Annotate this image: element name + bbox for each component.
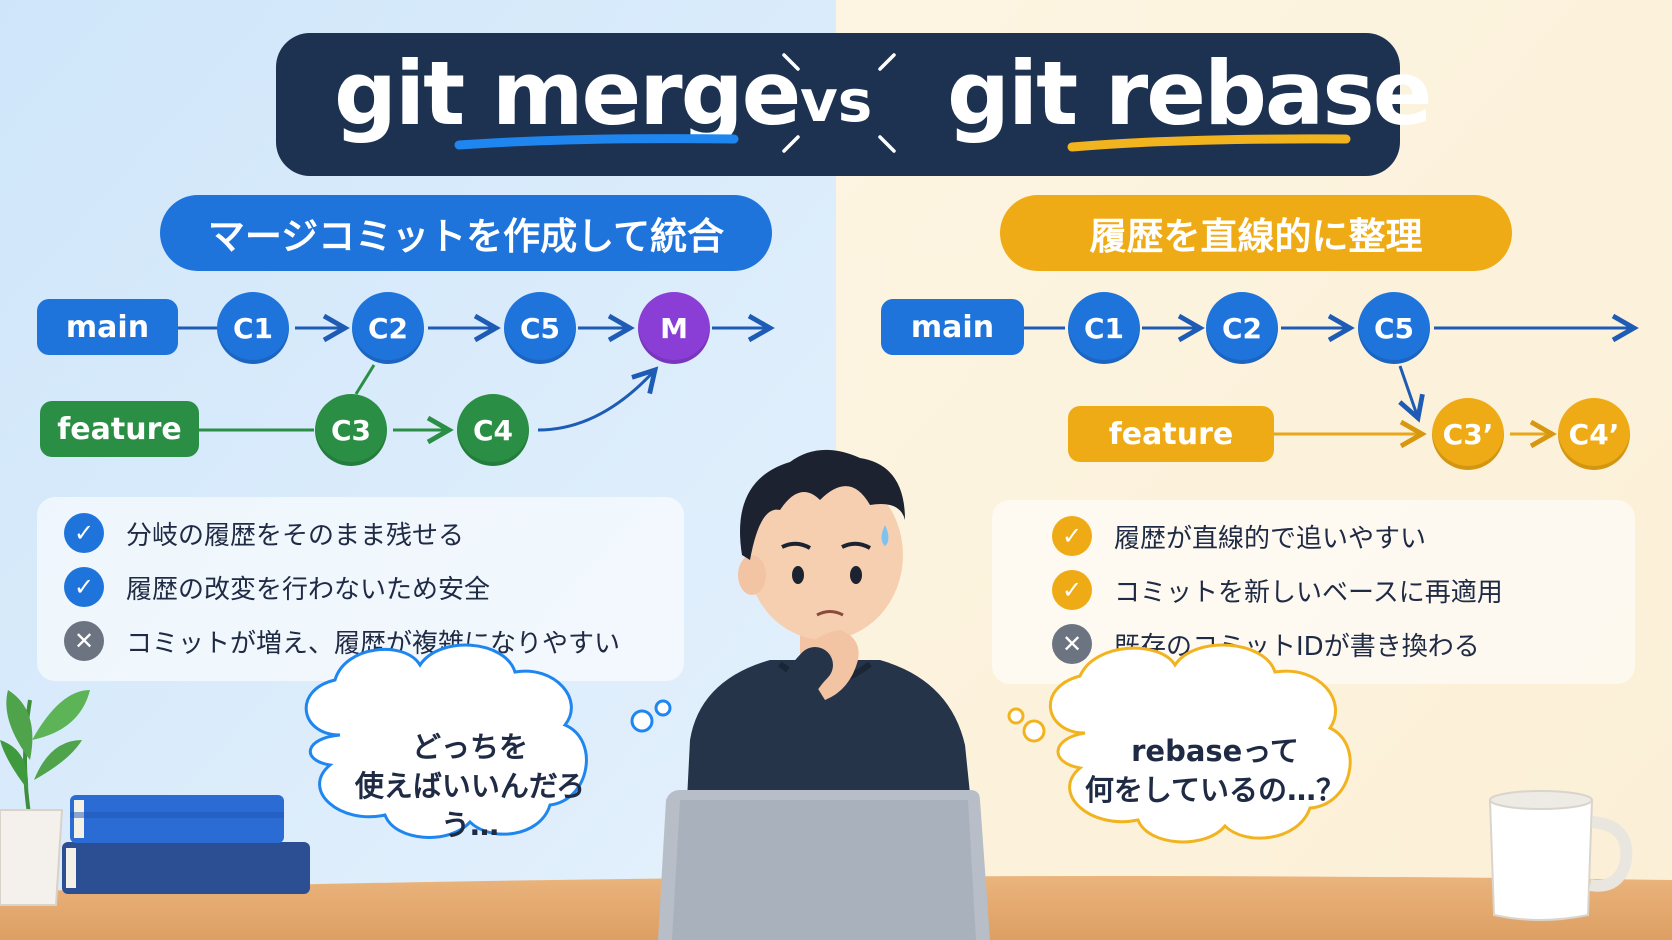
thought-line: 使えばいいんだろう…	[354, 769, 586, 843]
merge-commit-node: C5	[504, 292, 576, 364]
rebased-commit-node: C4’	[1558, 398, 1630, 470]
thought-line: 何をしているの…？	[1084, 773, 1346, 808]
rebase-commit-node: C2	[1206, 292, 1278, 364]
rebase-commit-node: C5	[1358, 292, 1430, 364]
mug-icon	[1488, 790, 1633, 921]
feature-commit-node: C3	[315, 394, 387, 466]
thought-text-left: どっちを 使えばいいんだろう…	[330, 728, 610, 845]
rebase-banner: 履歴を直線的に整理	[1000, 195, 1512, 271]
cross-icon: ✕	[1052, 624, 1092, 664]
merge-point-text: 分岐の履歴をそのまま残せる	[126, 520, 465, 551]
merge-commit-node-m: M	[638, 292, 710, 364]
title-vs: vs	[800, 67, 873, 135]
rebase-feature-label: feature	[1068, 406, 1274, 462]
rebase-point-item: ✕ 既存のコミットIDが書き換わる	[1052, 624, 1480, 664]
rebase-point-text: 履歴が直線的で追いやすい	[1114, 523, 1427, 554]
rebase-point-text: コミットを新しいベースに再適用	[1114, 577, 1503, 608]
rebase-main-label: main	[881, 299, 1024, 355]
title-git-merge: git merge	[334, 42, 801, 145]
vs-spark-icon	[782, 53, 896, 153]
rebase-point-item: ✓ 履歴が直線的で追いやすい	[1052, 516, 1426, 556]
feature-commit-node: C4	[457, 394, 529, 466]
rebase-commit-node: C1	[1068, 292, 1140, 364]
merge-commit-node: C2	[352, 292, 424, 364]
merge-point-item: ✓ 履歴の改変を行わないため安全	[64, 567, 490, 607]
rebased-commit-node: C3’	[1432, 398, 1504, 470]
merge-main-label: main	[37, 299, 178, 355]
title-banner	[276, 33, 1400, 176]
thought-line: rebaseって	[1131, 734, 1299, 768]
merge-underline	[454, 134, 739, 150]
title-git-rebase: git rebase	[947, 42, 1432, 145]
rebase-point-item: ✓ コミットを新しいベースに再適用	[1052, 570, 1503, 610]
thought-bubble-left-icon	[304, 643, 672, 839]
check-icon: ✓	[64, 567, 104, 607]
rebase-underline	[1067, 134, 1351, 152]
title-decorations	[454, 53, 1351, 153]
merge-point-item: ✓ 分岐の履歴をそのまま残せる	[64, 513, 464, 553]
merge-feature-label: feature	[40, 401, 199, 457]
books-icon	[62, 795, 310, 894]
check-icon: ✓	[64, 513, 104, 553]
merge-banner: マージコミットを作成して統合	[160, 195, 772, 271]
thought-text-right: rebaseって 何をしているの…？	[1075, 732, 1355, 810]
check-icon: ✓	[1052, 516, 1092, 556]
thought-bubble-right-icon	[1007, 643, 1352, 844]
merge-point-text: 履歴の改変を行わないため安全	[126, 574, 491, 605]
merge-commit-node: C1	[217, 292, 289, 364]
laptop-icon	[658, 790, 990, 940]
check-icon: ✓	[1052, 570, 1092, 610]
cross-icon: ✕	[64, 621, 104, 661]
plant-icon	[0, 690, 90, 906]
rebase-point-text: 既存のコミットIDが書き換わる	[1114, 631, 1480, 662]
thought-line: どっちを	[411, 730, 528, 764]
rebase-points-box: ✓ 履歴が直線的で追いやすい ✓ コミットを新しいベースに再適用 ✕ 既存のコミ…	[992, 500, 1635, 684]
